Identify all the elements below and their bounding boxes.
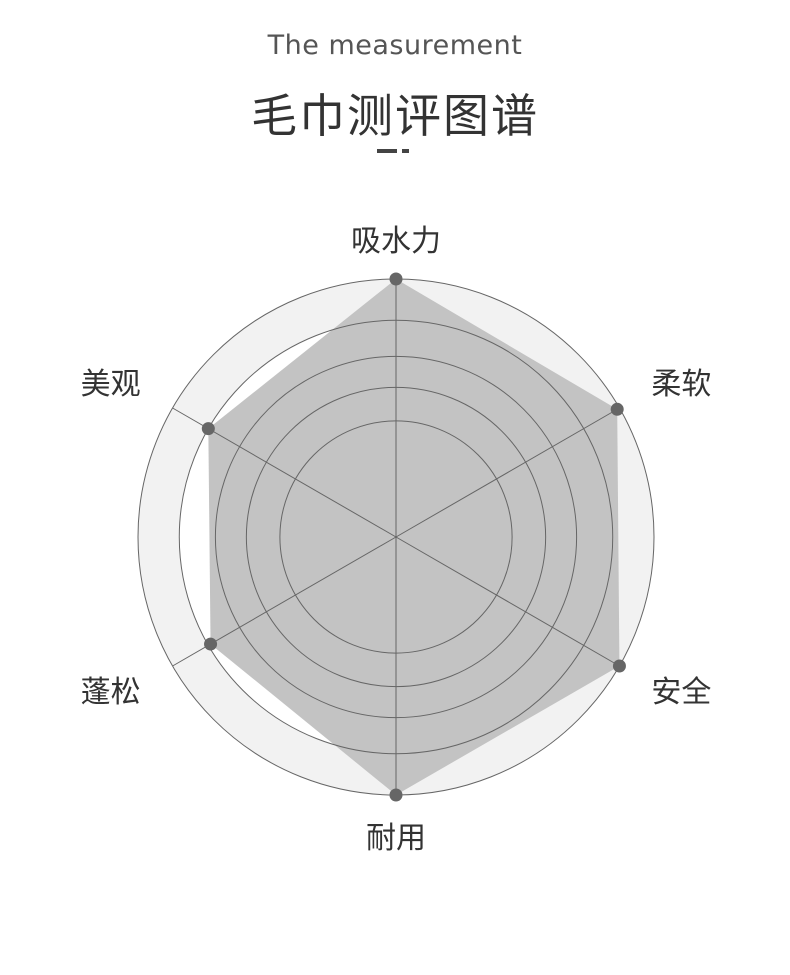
axis-label-4: 耐用 [366, 821, 426, 856]
axis-label-1: 吸水力 [351, 224, 441, 259]
axis-label-2: 柔软 [651, 367, 711, 402]
data-point-5 [204, 637, 218, 651]
data-point-1 [389, 272, 403, 286]
data-polygon [208, 279, 620, 795]
axis-label-6: 美观 [81, 367, 141, 402]
axis-label-5: 蓬松 [81, 675, 141, 710]
axis-line-3 [395, 536, 620, 667]
data-point-3 [612, 659, 626, 673]
subtitle: The measurement [267, 30, 523, 61]
axis-line-2 [395, 407, 620, 538]
data-point-2 [610, 402, 624, 416]
data-point-4 [389, 788, 403, 802]
axis-label-3: 安全 [651, 675, 711, 710]
title-divider-short [402, 149, 409, 153]
title-divider-long [377, 149, 397, 153]
page-title: 毛巾测评图谱 [251, 89, 539, 143]
data-point-6 [201, 422, 215, 436]
